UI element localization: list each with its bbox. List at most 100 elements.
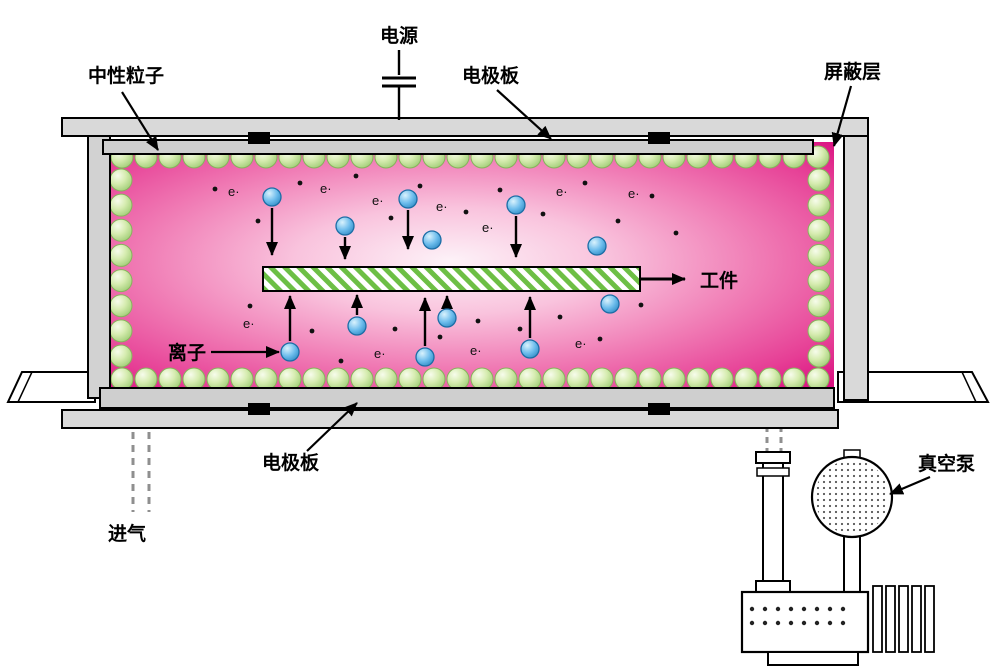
neutral-particle — [542, 367, 566, 391]
electron-label: e· — [374, 346, 386, 361]
ions-layer — [262, 187, 620, 367]
pump-fin — [911, 585, 922, 653]
pump-dot — [775, 620, 781, 626]
bottom-clamp-left — [248, 403, 270, 415]
electron-dot — [297, 180, 303, 186]
electron-dot — [392, 326, 398, 332]
ion — [437, 308, 457, 328]
neutral-particle — [374, 367, 398, 391]
electron-label: e· — [320, 181, 332, 196]
right-exhaust-duct — [837, 371, 990, 403]
neutral-particle — [206, 367, 230, 391]
electron-label: e· — [628, 186, 640, 201]
electron-dot — [615, 218, 621, 224]
electron-dot — [255, 218, 261, 224]
ion — [262, 187, 282, 207]
bottom-clamp-right — [648, 403, 670, 415]
neutral-particle — [446, 367, 470, 391]
electron-dot — [353, 173, 359, 179]
neutral-particle — [350, 367, 374, 391]
neutral-particle — [807, 269, 831, 293]
neutral-particle — [278, 367, 302, 391]
neutral-particle — [398, 367, 422, 391]
ion — [335, 216, 355, 236]
shield-layer-label: 屏蔽层 — [824, 61, 881, 83]
ion — [347, 316, 367, 336]
pump-dot — [788, 606, 794, 612]
neutral-particle — [590, 367, 614, 391]
neutral-particle — [807, 319, 831, 343]
neutral-particle — [230, 367, 254, 391]
pump-dot — [801, 620, 807, 626]
pump-dot — [814, 606, 820, 612]
pump-column-bottom-flange — [755, 580, 791, 593]
electron-dot — [597, 336, 603, 342]
electron-dot — [388, 215, 394, 221]
neutral-particles-leader-arrow — [121, 91, 159, 151]
top-electrode-plate — [102, 139, 814, 155]
pump-dot — [801, 606, 807, 612]
electron-dot — [517, 326, 523, 332]
neutral-particle — [302, 367, 326, 391]
electron-label: e· — [470, 343, 482, 358]
pump-dot — [788, 620, 794, 626]
neutral-particle — [807, 193, 831, 217]
neutral-particle — [109, 344, 133, 368]
electron-dot — [497, 187, 503, 193]
vacuum-pump-label: 真空泵 — [918, 452, 975, 475]
ion — [280, 342, 300, 362]
electron-dot — [309, 328, 315, 334]
neutral-particle — [710, 367, 734, 391]
neutral-particle — [807, 344, 831, 368]
pump-column-top-flange — [755, 451, 791, 464]
neutral-particle — [158, 367, 182, 391]
neutral-particles-label: 中性粒子 — [88, 64, 164, 87]
neutral-particle — [109, 218, 133, 242]
electron-dot — [475, 318, 481, 324]
neutral-particle — [134, 367, 158, 391]
pump-dot — [749, 606, 755, 612]
neutral-particle — [807, 168, 831, 192]
neutral-particle — [326, 367, 350, 391]
neutral-particle — [806, 367, 830, 391]
neutral-particle — [109, 243, 133, 267]
neutral-particle — [109, 319, 133, 343]
pump-dot — [827, 620, 833, 626]
left-duct-break-line — [17, 371, 33, 403]
neutral-particle — [758, 367, 782, 391]
neutral-particle — [494, 367, 518, 391]
vacuum-pump-leader-arrow — [889, 475, 931, 496]
neutral-particle — [109, 294, 133, 318]
gas-inlet-label: 进气 — [108, 522, 146, 545]
left-exhaust-duct — [6, 371, 96, 403]
shield-layer-wall — [843, 117, 869, 401]
annotations: 电源 中性粒子 电极板 屏蔽层 工件 离子 电极板 进气 真空泵 — [88, 24, 975, 545]
neutral-particle — [470, 367, 494, 391]
shield-layer-leader-arrow — [831, 85, 853, 147]
pump-dot — [827, 606, 833, 612]
pump-sphere-texture — [815, 460, 889, 534]
bottom-electrode-plate — [99, 387, 835, 409]
electron-label: e· — [372, 193, 384, 208]
neutral-particle — [109, 168, 133, 192]
workpiece-label: 工件 — [700, 269, 738, 292]
electrons-layer: e·e·e·e·e·e·e·e·e·e·e· — [212, 173, 679, 364]
neutral-particle — [254, 367, 278, 391]
pump-column-collar — [756, 467, 790, 477]
electron-dot — [582, 180, 588, 186]
right-duct-break-line — [961, 371, 977, 403]
power-label: 电源 — [380, 24, 418, 47]
electron-dot — [557, 314, 563, 320]
pump-dot — [762, 606, 768, 612]
neutral-particle — [807, 218, 831, 242]
electrode-top-label: 电极板 — [462, 64, 520, 87]
electron-dot — [338, 358, 344, 364]
vacuum-pump-assembly — [740, 449, 935, 666]
electron-label: e· — [243, 316, 255, 331]
top-clamp-left — [248, 132, 270, 144]
neutral-particle — [686, 367, 710, 391]
neutral-particle — [662, 367, 686, 391]
electron-dot — [540, 211, 546, 217]
